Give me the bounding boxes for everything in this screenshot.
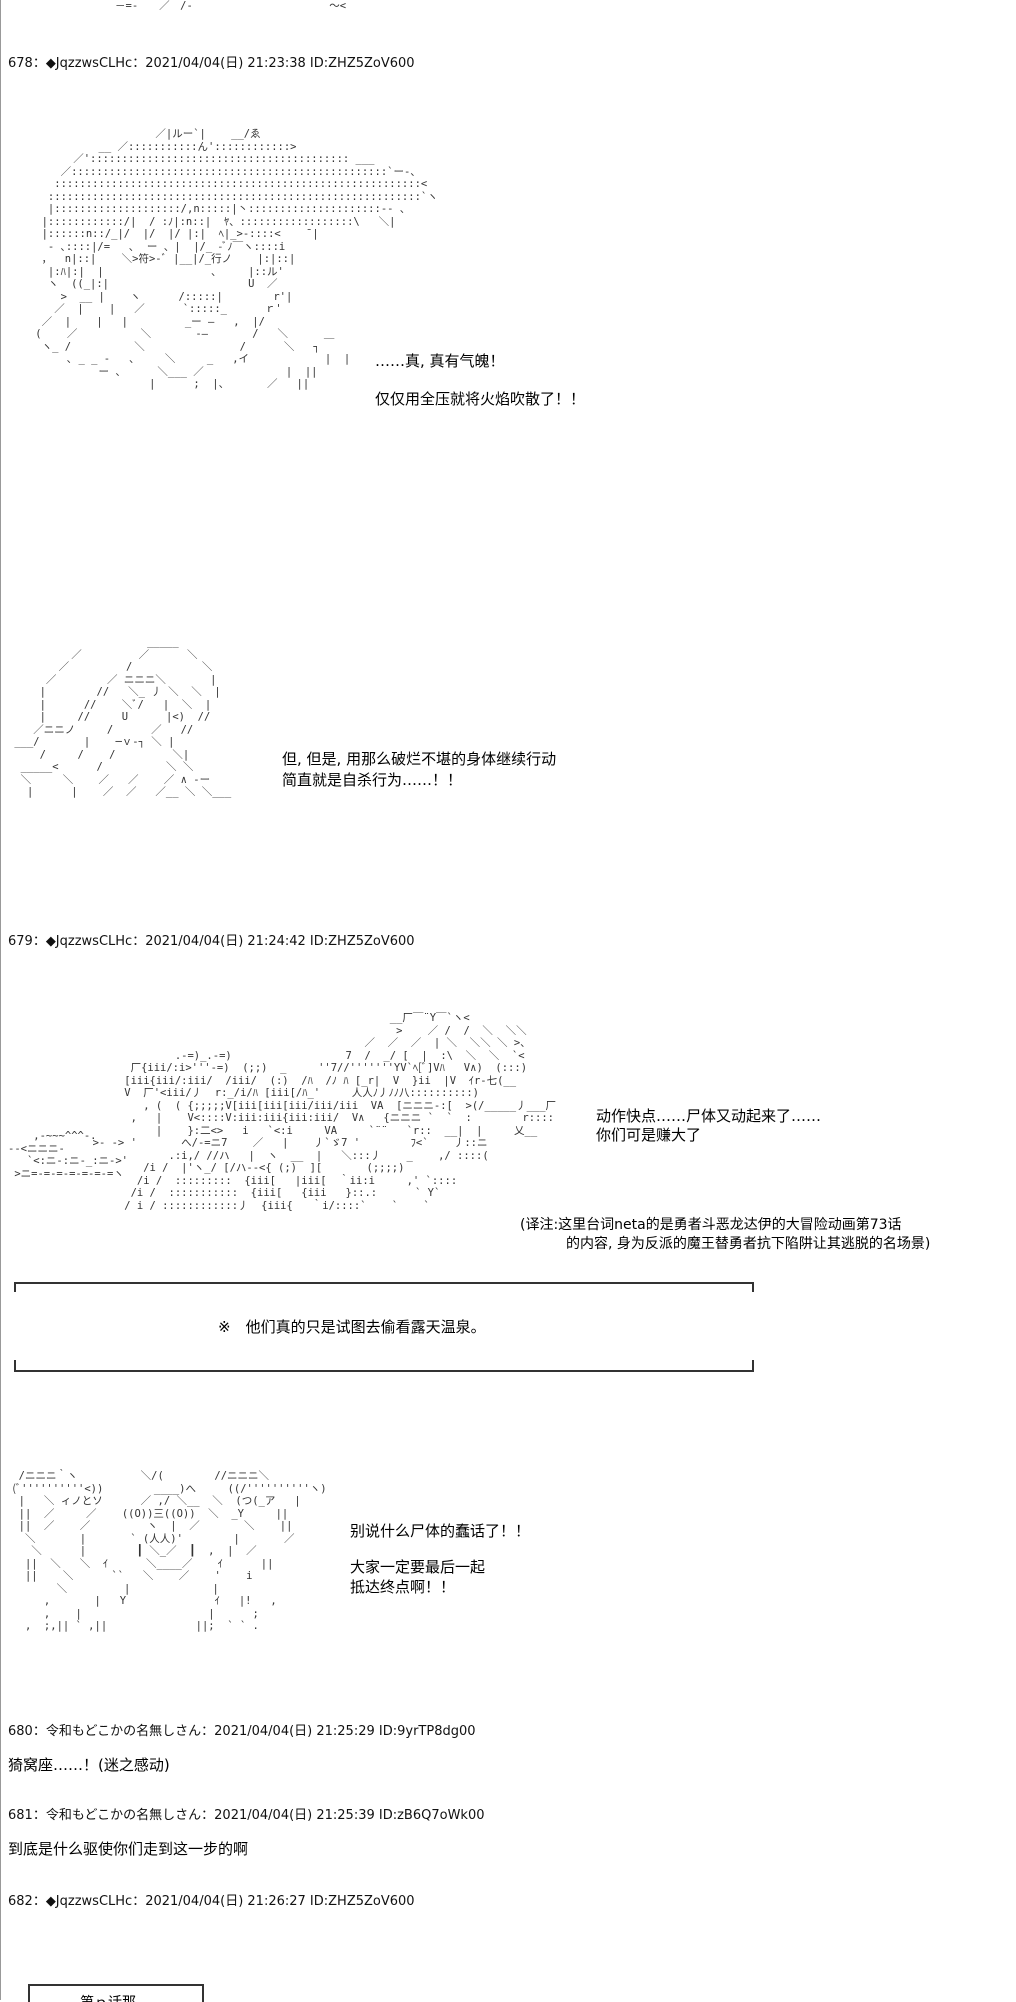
dialogue-scene4-line3: 抵达终点啊！！ xyxy=(350,1578,456,1596)
boxed-note-top-rule xyxy=(14,1282,754,1284)
boxed-note: ※ 他们真的只是试图去偷看露天温泉。 xyxy=(14,1282,754,1372)
post-header-678: 678：◆JqzzwsCLHc：2021/04/04(日) 21:23:38 I… xyxy=(8,56,415,71)
page-left-border xyxy=(0,0,1,2000)
post-header-681: 681：令和もどこかの名無しさん：2021/04/04(日) 21:25:39 … xyxy=(8,1808,485,1823)
dialogue-scene3-line2: 你们可是赚大了 xyxy=(596,1126,702,1144)
dialogue-scene1-line2: 仅仅用全压就将火焰吹散了！！ xyxy=(375,390,586,408)
ascii-art-top-fragment: －=- ／ /‐ ～< xyxy=(10,0,347,12)
post-header-682: 682：◆JqzzwsCLHc：2021/04/04(日) 21:26:27 I… xyxy=(8,1894,415,1909)
post-body-681: 到底是什么驱使你们走到这一步的啊 xyxy=(8,1840,249,1858)
dialogue-scene4-line2: 大家一定要最后一起 xyxy=(350,1558,486,1576)
translator-note-line2: 的内容, 身为反派的魔王替勇者抗下陷阱让其逃脱的名场景) xyxy=(566,1236,931,1252)
ascii-art-battle: __厂￣¨Y￣`ヽ< > ／ / / ＼ ＼＼ ／ ／ ／ | ＼ ＼＼ ＼ >… xyxy=(92,1012,557,1212)
boxed-note-bottom-right-tick xyxy=(752,1360,754,1370)
boxed-note-top-right-tick xyxy=(752,1282,754,1292)
dialogue-scene4-line1: 别说什么尸体的蠢话了！！ xyxy=(350,1522,531,1540)
boxed-note-top-left-tick xyxy=(14,1282,16,1292)
boxed-note-text: ※ 他们真的只是试图去偷看露天温泉。 xyxy=(218,1318,486,1336)
post-body-680: 猗窝座……！(迷之感动) xyxy=(8,1756,170,1774)
ascii-art-battle-left: ,-~~~^^^-. --<ニニニ- `<:ニ-:ニ-_:ニ->' >ニ=-=-… xyxy=(8,1130,129,1180)
chapter-title-box: 第ｐ话那 xyxy=(28,1984,204,2002)
translator-note-line1: (译注:这里台词neta的是勇者斗恶龙达伊的大冒险动画第73话 xyxy=(520,1217,902,1233)
dialogue-scene1-line1: ……真, 真有气魄！ xyxy=(375,352,505,370)
chapter-title-text: 第ｐ话那 xyxy=(80,1992,136,2002)
post-header-679: 679：◆JqzzwsCLHc：2021/04/04(日) 21:24:42 I… xyxy=(8,934,415,949)
dialogue-scene2-line1: 但, 但是, 用那么破烂不堪的身体继续行动 xyxy=(282,750,557,768)
ascii-art-face-1: ／|ルー`| __/ゑ __ ／:::::::::::ん':::::::::::… xyxy=(35,128,438,390)
dialogue-scene3-line1: 动作快点……尸体又动起来了…… xyxy=(596,1107,822,1125)
ascii-art-face-3: /ニニニ｀ヽ ＼/( //ニニニ＼ (ﾞ''''''''''<)) ____)へ… xyxy=(12,1470,327,1632)
boxed-note-bottom-left-tick xyxy=(14,1360,16,1370)
ascii-art-face-2: _____ ／ ／ ＼ ／ / ＼ ／ ／ ニニニ＼ | | // ＼_ 丿 ＼… xyxy=(14,636,232,798)
boxed-note-bottom-rule xyxy=(14,1370,754,1372)
dialogue-scene2-line2: 简直就是自杀行为……！！ xyxy=(282,771,463,789)
post-header-680: 680：令和もどこかの名無しさん：2021/04/04(日) 21:25:29 … xyxy=(8,1724,476,1739)
